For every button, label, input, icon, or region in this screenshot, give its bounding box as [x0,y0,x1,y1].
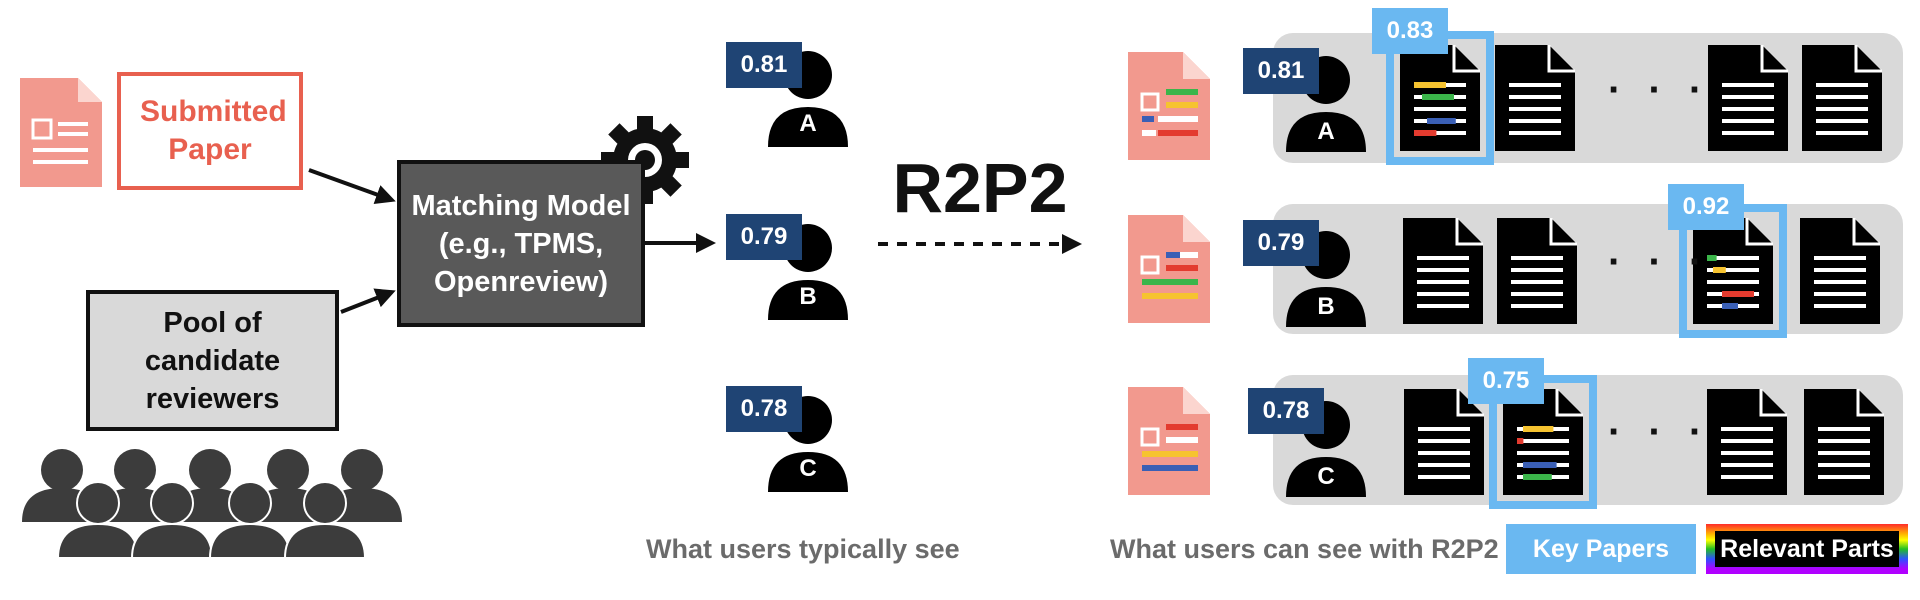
legend-relevant-parts-label: Relevant Parts [1715,531,1899,567]
score-badge-a: 0.81 [726,42,802,88]
key-score-badge-b: 0.92 [1668,184,1744,230]
key-paper-document-icon [1400,45,1480,151]
reviewer-letter-b: B [799,283,817,310]
key-paper-document-icon [1503,389,1583,495]
key-score-badge-a: 0.83 [1372,8,1448,54]
paper-document-icon [1404,389,1484,495]
submitted-paper-icon [20,78,102,187]
matching-model-box: Matching Model (e.g., TPMS, Openreview) [397,160,645,327]
candidate-pool-box: Pool of candidate reviewers [86,290,339,431]
right-reviewer-letter-b: B [1317,293,1335,320]
reviewer-letter-a: A [799,110,817,137]
key-score-badge-c: 0.75 [1468,358,1544,404]
paper-document-icon [1800,218,1880,324]
legend-relevant-parts: Relevant Parts [1706,524,1908,574]
ellipsis-b: · · · [1608,240,1711,284]
right-reviewer-letter-c: C [1317,463,1335,490]
paper-document-icon [1403,218,1483,324]
right-reviewer-letter-a: A [1317,118,1335,145]
method-title: R2P2 [892,149,1068,227]
ellipsis-a: · · · [1608,68,1711,112]
r2p2-caption: What users can see with R2P2 [1110,534,1499,564]
key-paper-document-icon [1693,218,1773,324]
ellipsis-c: · · · [1608,410,1711,454]
submitted-paper-icon-a [1128,52,1210,160]
score-badge-b: 0.79 [726,214,802,260]
right-score-badge-c: 0.78 [1248,388,1324,434]
paper-document-icon [1707,389,1787,495]
paper-document-icon [1497,218,1577,324]
paper-document-icon [1804,389,1884,495]
paper-document-icon [1802,45,1882,151]
submitted-paper-icon-c [1128,387,1210,495]
arrow-paper-to-model [308,168,396,204]
arrow-pool-to-model [340,288,396,314]
crowd-icon [22,449,402,559]
typical-caption: What users typically see [646,534,960,564]
paper-document-icon [1495,45,1575,151]
right-score-badge-b: 0.79 [1243,220,1319,266]
score-badge-c: 0.78 [726,386,802,432]
right-score-badge-a: 0.81 [1243,48,1319,94]
paper-document-icon [1708,45,1788,151]
submitted-paper-label: Submitted Paper [117,72,303,190]
legend-key-papers: Key Papers [1506,524,1696,574]
submitted-paper-icon-b [1128,215,1210,323]
reviewer-letter-c: C [799,455,817,482]
